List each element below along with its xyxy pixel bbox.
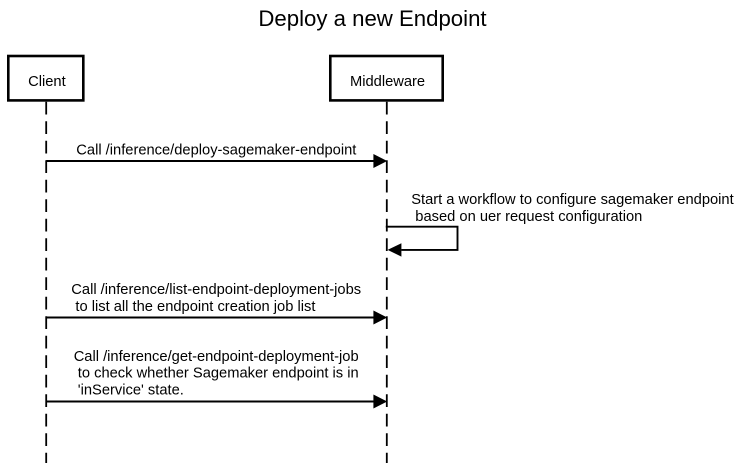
svg-text:Deploy a new Endpoint: Deploy a new Endpoint	[258, 6, 486, 31]
svg-text:Call /inference/deploy-sagemak: Call /inference/deploy-sagemaker-endpoin…	[76, 142, 356, 158]
svg-text:to check whether Sagemaker end: to check whether Sagemaker endpoint is i…	[78, 366, 359, 382]
svg-text:Call /inference/list-endpoint-: Call /inference/list-endpoint-deployment…	[71, 282, 361, 298]
svg-text:Start a workflow to configure: Start a workflow to configure sagemaker …	[411, 192, 733, 208]
svg-text:Client: Client	[28, 74, 66, 90]
svg-text:based on uer request configura: based on uer request configuration	[415, 209, 642, 225]
svg-text:'inService' state.: 'inService' state.	[78, 383, 184, 399]
svg-text:to list all the endpoint creat: to list all the endpoint creation job li…	[75, 299, 315, 315]
svg-text:Call /inference/get-endpoint-d: Call /inference/get-endpoint-deployment-…	[74, 349, 359, 365]
svg-text:Middleware: Middleware	[350, 74, 425, 90]
